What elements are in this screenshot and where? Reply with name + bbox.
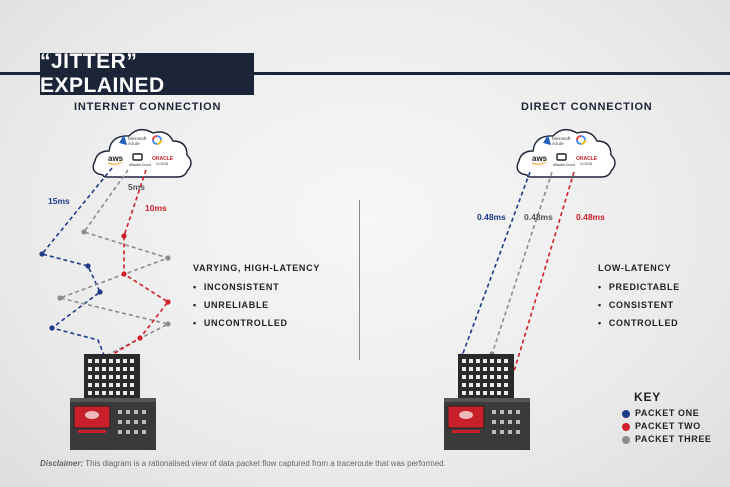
direct-connection-title: DIRECT CONNECTION	[521, 101, 653, 113]
alibaba-logo-icon: Alibaba Cloud	[553, 153, 575, 167]
direct-blue-latency: 0.48ms	[477, 212, 506, 222]
internet-gray-latency: 5ms	[128, 182, 145, 192]
internet-description-item: UNRELIABLE	[193, 296, 320, 314]
oracle-logo-icon: ORACLE CLOUD	[152, 156, 174, 166]
svg-text:Microsoft: Microsoft	[128, 136, 147, 141]
internet-path-nodes	[39, 229, 171, 341]
svg-text:Alibaba Cloud: Alibaba Cloud	[553, 163, 575, 167]
disclaimer-label: Disclaimer:	[40, 459, 84, 468]
building-icon-internet	[69, 353, 157, 451]
key-label: PACKET THREE	[635, 434, 712, 444]
title-rule	[0, 72, 730, 75]
internet-description-item: UNCONTROLLED	[193, 314, 320, 332]
svg-text:Alibaba Cloud: Alibaba Cloud	[129, 163, 151, 167]
svg-text:CLOUD: CLOUD	[156, 162, 169, 166]
red-dot-icon	[622, 422, 630, 431]
direct-red-path	[505, 171, 575, 399]
key-title: KEY	[634, 390, 662, 404]
aws-logo-icon: aws	[531, 154, 548, 165]
direct-gray-path	[491, 171, 553, 355]
svg-text:Azure: Azure	[128, 141, 140, 146]
internet-description-item: INCONSISTENT	[193, 278, 320, 296]
page-title: “JITTER” EXPLAINED	[40, 50, 254, 97]
disclaimer: Disclaimer: This diagram is a rationalis…	[40, 459, 446, 468]
direct-description: LOW-LATENCY PREDICTABLE CONSISTENT CONTR…	[598, 259, 680, 332]
blue-dot-icon	[622, 409, 630, 418]
internet-gray-path	[57, 169, 171, 357]
key-label: PACKET TWO	[635, 421, 701, 431]
section-divider	[359, 200, 360, 360]
alibaba-logo-icon: Alibaba Cloud	[129, 153, 151, 167]
cloud-icon-direct: Microsoft Azure aws Alibaba Cloud ORACLE…	[516, 128, 616, 178]
internet-blue-path	[40, 167, 113, 356]
svg-text:aws: aws	[532, 154, 548, 163]
google-cloud-logo-icon	[576, 135, 586, 145]
direct-red-latency: 0.48ms	[576, 212, 605, 222]
internet-description-heading: VARYING, HIGH-LATENCY	[193, 263, 321, 273]
direct-gray-latency: 0.48ms	[524, 212, 553, 222]
direct-description-item: PREDICTABLE	[598, 278, 680, 296]
direct-description-item: CONTROLLED	[598, 314, 680, 332]
svg-text:ORACLE: ORACLE	[152, 156, 174, 162]
direct-description-heading: LOW-LATENCY	[598, 263, 672, 273]
internet-description: VARYING, HIGH-LATENCY INCONSISTENT UNREL…	[193, 259, 320, 332]
key-item-packet-two: PACKET TWO	[622, 420, 712, 433]
internet-red-latency: 10ms	[145, 203, 167, 213]
key-item-packet-one: PACKET ONE	[622, 407, 712, 420]
disclaimer-text: This diagram is a rationalised view of d…	[83, 459, 446, 468]
building-icon-direct	[443, 353, 531, 451]
key-item-packet-three: PACKET THREE	[622, 433, 712, 446]
aws-logo-icon: aws	[107, 154, 124, 165]
svg-text:ORACLE: ORACLE	[576, 156, 598, 162]
key-legend: PACKET ONE PACKET TWO PACKET THREE	[622, 407, 712, 446]
cloud-icon-internet: Microsoft Azure aws Alibaba Cloud ORACLE…	[92, 128, 192, 178]
internet-red-path	[109, 169, 170, 357]
svg-text:Azure: Azure	[552, 141, 564, 146]
key-label: PACKET ONE	[635, 408, 700, 418]
direct-blue-path	[461, 171, 531, 357]
azure-logo-icon: Microsoft Azure	[543, 135, 571, 146]
svg-text:CLOUD: CLOUD	[580, 162, 593, 166]
internet-connection-title: INTERNET CONNECTION	[74, 101, 222, 113]
azure-logo-icon: Microsoft Azure	[119, 135, 147, 146]
internet-blue-latency: 15ms	[48, 196, 70, 206]
google-cloud-logo-icon	[152, 135, 162, 145]
oracle-logo-icon: ORACLE CLOUD	[576, 156, 598, 166]
svg-text:Microsoft: Microsoft	[552, 136, 571, 141]
gray-dot-icon	[622, 435, 630, 444]
svg-text:aws: aws	[108, 154, 124, 163]
direct-description-item: CONSISTENT	[598, 296, 680, 314]
